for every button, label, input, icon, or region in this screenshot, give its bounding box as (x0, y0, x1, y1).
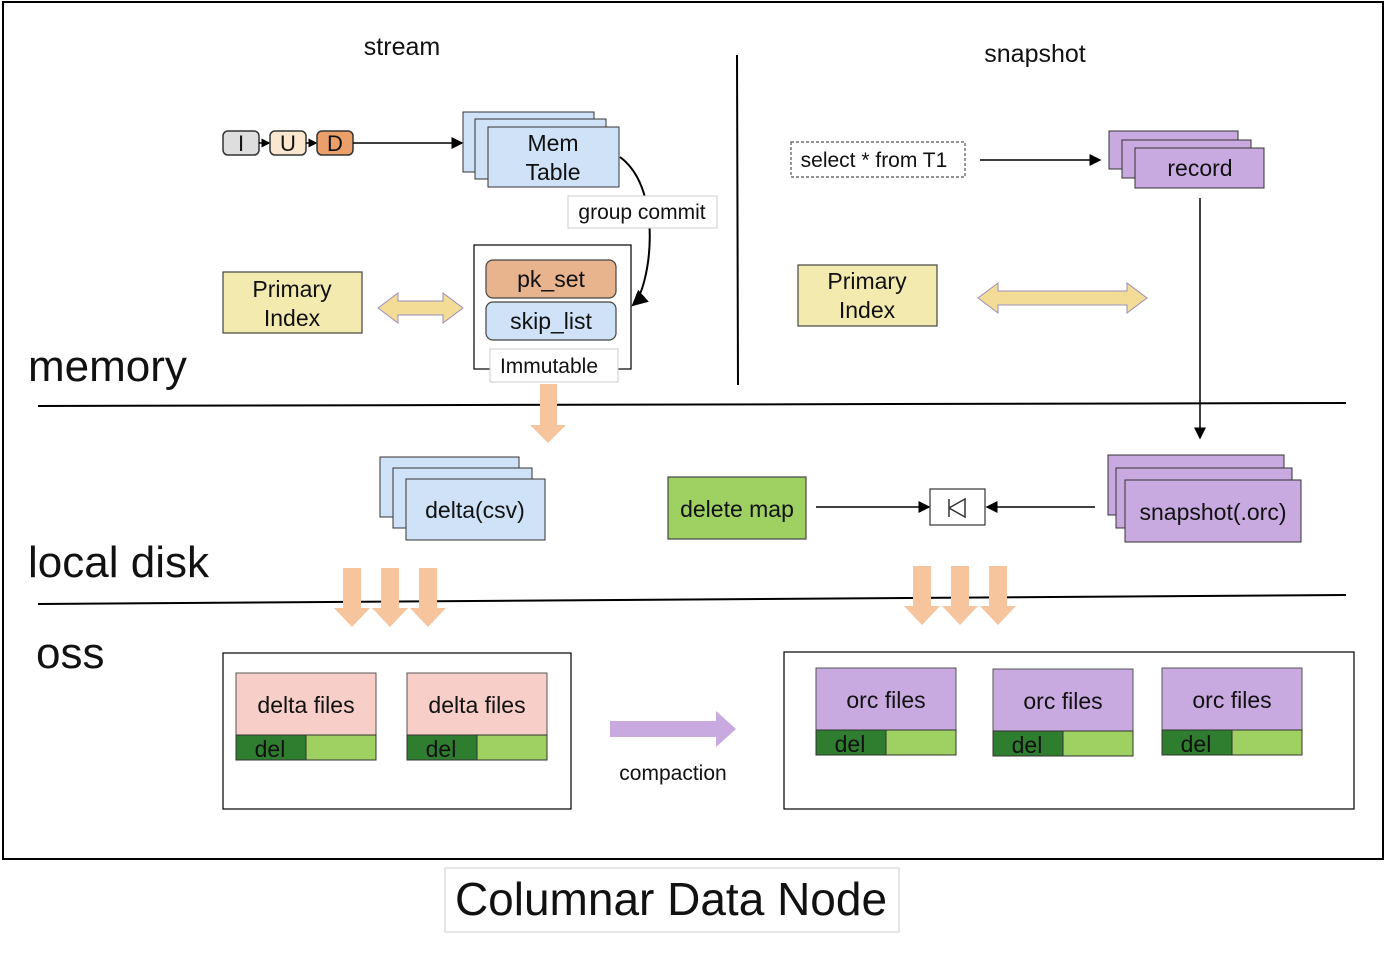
del-label: del (1181, 731, 1212, 757)
svg-text:U: U (280, 131, 296, 156)
memory-tier-label: memory (28, 342, 187, 391)
delete-op: D (316, 130, 354, 156)
svg-text:delta files: delta files (257, 692, 354, 718)
compaction-arrow (610, 711, 736, 747)
memtable-stack: Mem Table (462, 111, 620, 188)
compaction-label: compaction (619, 762, 726, 785)
svg-text:I: I (238, 131, 244, 156)
stream-section-label: stream (364, 33, 440, 61)
snapshot-section-label: snapshot (984, 40, 1086, 68)
svg-text:Index: Index (839, 297, 896, 323)
delete-map-box: delete map (667, 476, 807, 540)
query-text: select * from T1 (801, 149, 948, 172)
memtable-label-line1: Mem (527, 130, 578, 156)
oss-tier-label: oss (36, 629, 104, 678)
stream-snapshot-divider (736, 54, 739, 386)
orc-upload-arrows (904, 566, 1016, 625)
flush-arrow (530, 384, 566, 443)
orc-file-2: orc files del (992, 668, 1134, 758)
immutable-label-box (489, 348, 619, 383)
caption-box (444, 867, 900, 933)
local-disk-tier-label: local disk (28, 538, 210, 587)
svg-text:delta(csv): delta(csv) (425, 497, 525, 523)
stream-index-double-arrow (377, 292, 464, 324)
delta-file-1: delta files del (235, 672, 377, 762)
group-commit-arrow (619, 156, 651, 307)
join-icon (929, 488, 986, 526)
delta-file-2: delta files del (406, 672, 548, 762)
delta-upload-arrows (334, 568, 446, 627)
memtable-label-line2: Table (526, 159, 581, 185)
immutable-label: Immutable (500, 355, 598, 378)
disk-oss-divider (37, 594, 1347, 605)
del-label: del (835, 731, 866, 757)
snapshot-orc-stack: snapshot(.orc) (1107, 454, 1302, 543)
snapshot-index-double-arrow (977, 282, 1148, 314)
svg-text:delete map: delete map (680, 496, 794, 522)
del-label: del (426, 736, 457, 762)
del-label: del (255, 736, 286, 762)
svg-text:Index: Index (264, 305, 321, 331)
svg-text:snapshot(.orc): snapshot(.orc) (1139, 499, 1286, 525)
svg-text:orc files: orc files (846, 687, 925, 713)
update-op: U (269, 130, 307, 156)
svg-text:Primary: Primary (827, 268, 907, 294)
svg-text:orc files: orc files (1023, 688, 1102, 714)
group-commit-box (567, 195, 718, 229)
pk-set-box: pk_set (485, 259, 617, 299)
svg-text:D: D (327, 131, 343, 156)
svg-text:record: record (1167, 155, 1232, 181)
svg-text:skip_list: skip_list (510, 308, 592, 334)
group-commit-label: group commit (578, 201, 705, 224)
svg-text:pk_set: pk_set (517, 266, 585, 292)
memory-disk-divider (37, 402, 1347, 407)
svg-text:orc files: orc files (1192, 687, 1271, 713)
snapshot-primary-index: Primary Index (797, 264, 938, 327)
insert-op: I (222, 130, 260, 156)
skip-list-box: skip_list (485, 301, 617, 341)
del-label: del (1012, 732, 1043, 758)
svg-text:delta files: delta files (428, 692, 525, 718)
orc-file-3: orc files del (1161, 667, 1303, 757)
delta-csv-stack: delta(csv) (379, 456, 546, 541)
query-box (790, 141, 966, 178)
stream-primary-index: Primary Index (222, 271, 363, 334)
diagram-title: Columnar Data Node (455, 873, 887, 925)
record-stack: record (1108, 130, 1265, 189)
svg-text:Primary: Primary (252, 276, 332, 302)
orc-file-1: orc files del (815, 667, 957, 757)
